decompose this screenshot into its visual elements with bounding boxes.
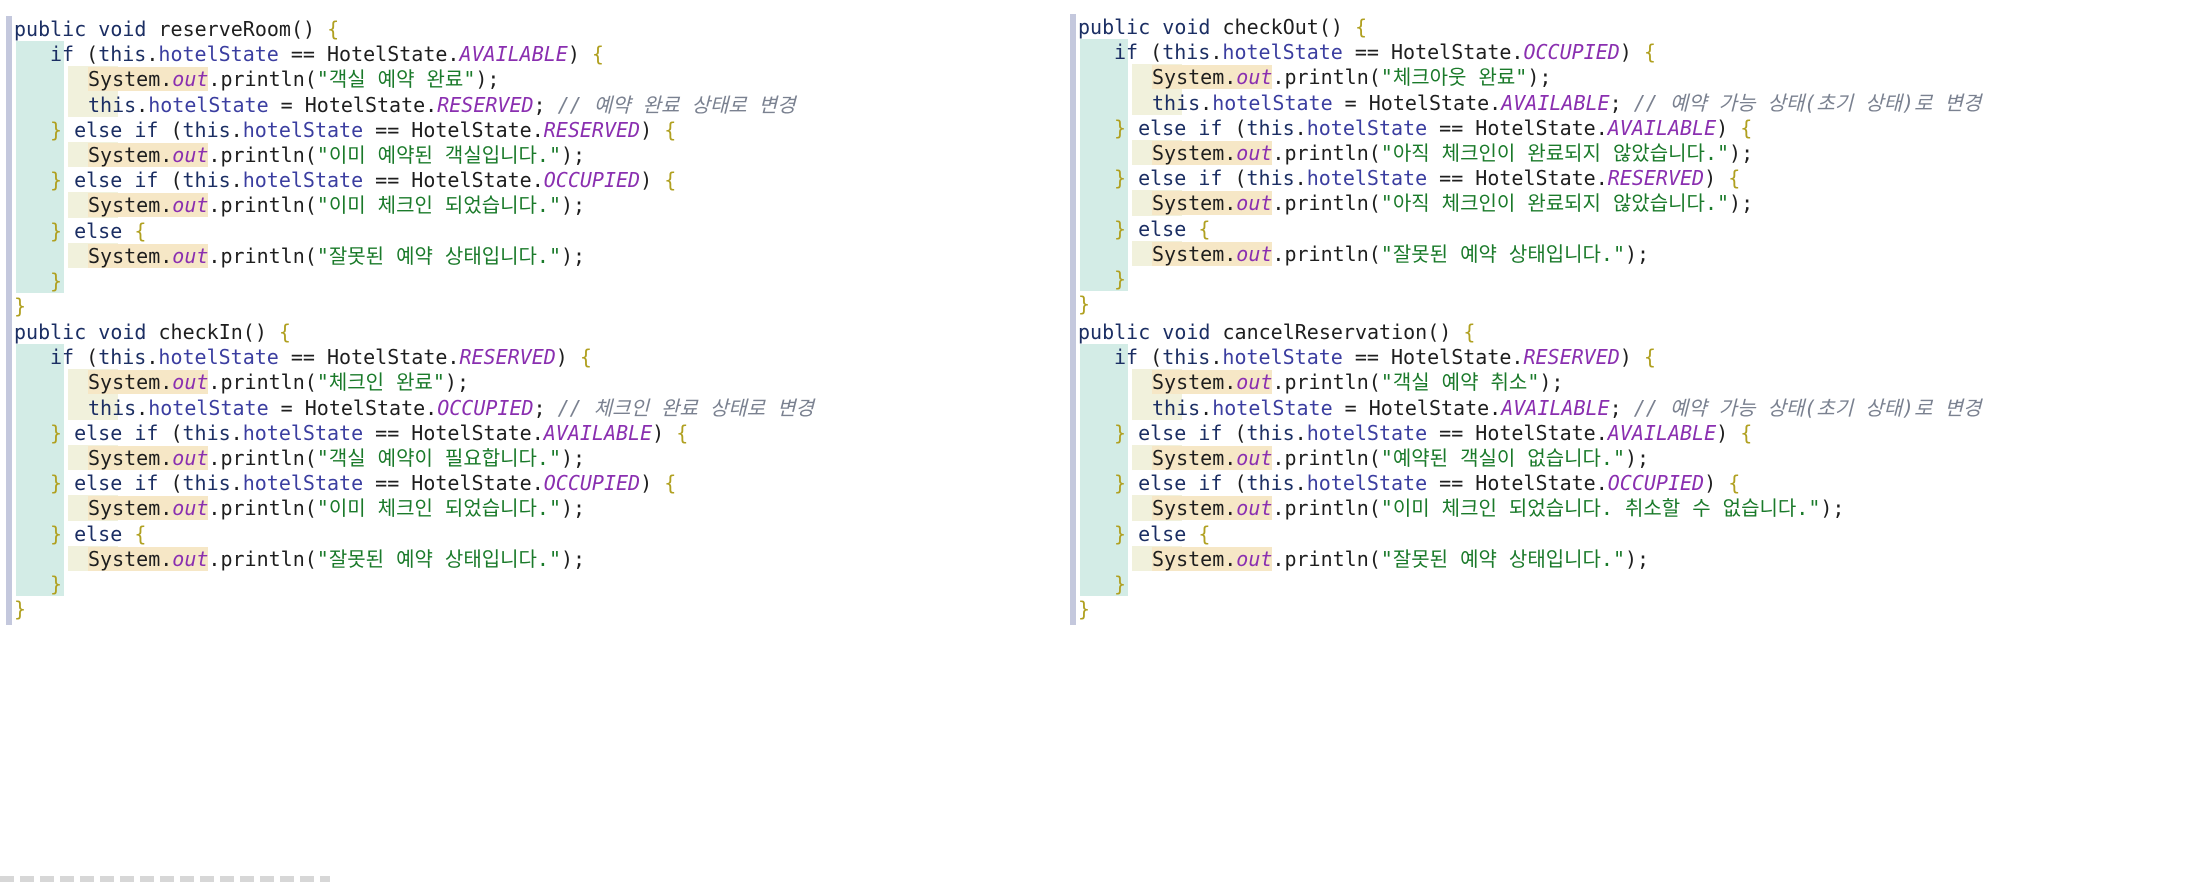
indent-band-level-1: [1080, 39, 1128, 292]
indent-band-level-2: [68, 91, 118, 117]
code-line[interactable]: System.out.println("잘못된 예약 상태입니다.");: [88, 546, 586, 571]
code-line[interactable]: System.out.println("객실 예약 완료");: [88, 67, 500, 92]
code-line[interactable]: System.out.println("객실 예약 취소");: [1152, 370, 1564, 395]
method-block: public void checkOut() {if (this.hotelSt…: [1070, 14, 2120, 321]
code-line[interactable]: System.out.println("객실 예약이 필요합니다.");: [88, 446, 586, 470]
method-signature[interactable]: public void checkOut() {: [1078, 15, 1368, 39]
indent-guide: [1070, 14, 1076, 321]
method-signature[interactable]: public void checkIn() {: [14, 320, 291, 344]
indent-band-level-1: [16, 41, 64, 294]
closing-brace[interactable]: }: [14, 294, 27, 319]
code-line[interactable]: } else {: [50, 521, 147, 546]
code-line[interactable]: this.hotelState = HotelState.RESERVED; /…: [88, 92, 796, 117]
code-line[interactable]: System.out.println("잘못된 예약 상태입니다.");: [1152, 241, 1650, 266]
closing-brace[interactable]: }: [1078, 292, 1091, 317]
code-line[interactable]: }: [1114, 267, 1127, 291]
code-line[interactable]: this.hotelState = HotelState.AVAILABLE; …: [1152, 395, 1982, 420]
code-line[interactable]: } else if (this.hotelState == HotelState…: [1114, 420, 1753, 445]
code-line[interactable]: } else if (this.hotelState == HotelState…: [1114, 471, 1741, 496]
method-block: public void cancelReservation() {if (thi…: [1070, 319, 2120, 626]
code-panel-left[interactable]: public void reserveRoom() {if (this.hote…: [6, 0, 1056, 882]
code-line[interactable]: } else if (this.hotelState == HotelState…: [50, 168, 677, 193]
indent-band-level-1: [16, 344, 64, 597]
code-line[interactable]: System.out.println("체크아웃 완료");: [1152, 65, 1552, 90]
code-line[interactable]: } else {: [1114, 521, 1211, 546]
code-line[interactable]: } else {: [50, 218, 147, 243]
code-line[interactable]: } else if (this.hotelState == HotelState…: [50, 117, 677, 142]
indent-guide: [6, 319, 12, 626]
scroll-indicator: [0, 876, 330, 882]
code-line[interactable]: System.out.println("잘못된 예약 상태입니다.");: [88, 243, 586, 268]
code-line[interactable]: } else if (this.hotelState == HotelState…: [1114, 166, 1741, 191]
code-panel-right[interactable]: public void checkOut() {if (this.hotelSt…: [1070, 0, 2120, 882]
code-line[interactable]: if (this.hotelState == HotelState.AVAILA…: [50, 42, 604, 67]
method-signature[interactable]: public void cancelReservation() {: [1078, 320, 1476, 344]
code-line[interactable]: }: [1114, 572, 1127, 596]
code-line[interactable]: } else if (this.hotelState == HotelState…: [50, 420, 689, 445]
code-line[interactable]: if (this.hotelState == HotelState.RESERV…: [1114, 345, 1656, 370]
code-line[interactable]: this.hotelState = HotelState.OCCUPIED; /…: [88, 395, 814, 420]
code-line[interactable]: System.out.println("예약된 객실이 없습니다.");: [1152, 446, 1650, 470]
method-block: public void checkIn() {if (this.hotelSta…: [6, 319, 1056, 626]
indent-band-level-2: [1132, 89, 1182, 115]
indent-band-level-1: [1080, 344, 1128, 597]
code-line[interactable]: this.hotelState = HotelState.AVAILABLE; …: [1152, 90, 1982, 115]
indent-band-level-2: [1132, 394, 1182, 420]
code-line[interactable]: } else {: [1114, 216, 1211, 241]
code-line[interactable]: System.out.println("이미 체크인 되었습니다. 취소할 수 …: [1152, 496, 1845, 521]
closing-brace[interactable]: }: [14, 597, 27, 622]
indent-guide: [1070, 319, 1076, 626]
code-line[interactable]: System.out.println("이미 예약된 객실입니다.");: [88, 143, 586, 167]
code-line[interactable]: }: [50, 572, 63, 596]
code-line[interactable]: }: [50, 269, 63, 293]
code-line[interactable]: System.out.println("체크인 완료");: [88, 370, 470, 395]
code-line[interactable]: System.out.println("이미 체크인 되었습니다.");: [88, 496, 586, 521]
method-signature[interactable]: public void reserveRoom() {: [14, 17, 340, 41]
closing-brace[interactable]: }: [1078, 597, 1091, 622]
code-line[interactable]: } else if (this.hotelState == HotelState…: [1114, 115, 1753, 140]
indent-guide: [6, 16, 12, 323]
indent-band-level-2: [68, 394, 118, 420]
code-line[interactable]: System.out.println("아직 체크인이 완료되지 않았습니다."…: [1152, 191, 1754, 216]
code-line[interactable]: System.out.println("잘못된 예약 상태입니다.");: [1152, 546, 1650, 571]
code-line[interactable]: } else if (this.hotelState == HotelState…: [50, 471, 677, 496]
code-line[interactable]: if (this.hotelState == HotelState.OCCUPI…: [1114, 40, 1656, 65]
code-line[interactable]: if (this.hotelState == HotelState.RESERV…: [50, 345, 592, 370]
code-line[interactable]: System.out.println("아직 체크인이 완료되지 않았습니다."…: [1152, 141, 1754, 165]
code-line[interactable]: System.out.println("이미 체크인 되었습니다.");: [88, 193, 586, 218]
method-block: public void reserveRoom() {if (this.hote…: [6, 16, 1056, 323]
